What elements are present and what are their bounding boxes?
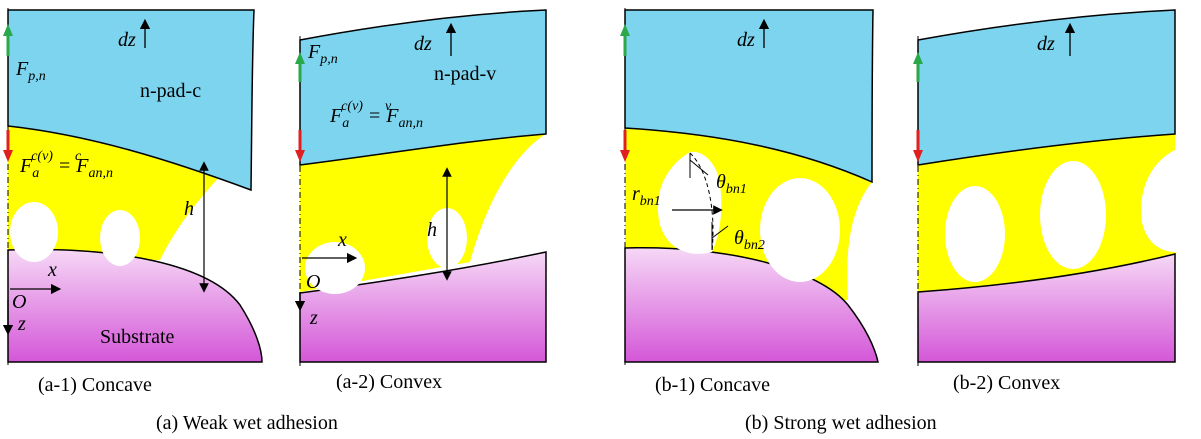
up-arrow-head-a1 — [3, 24, 13, 36]
down-arrow-head-b1 — [620, 150, 630, 162]
h-label-a1: h — [184, 198, 194, 220]
pad-b2 — [917, 9, 1176, 166]
angle-tangent-1-b1 — [689, 159, 709, 176]
x-label-a2: x — [337, 229, 347, 251]
substrate-label-a1: Substrate — [100, 326, 175, 348]
fa-equation-a1: Fac(v)=Fan,nc — [19, 149, 113, 181]
pad-a1 — [7, 9, 255, 192]
z-label-a1: z — [17, 313, 26, 335]
panel-b2-convex: dz — [913, 9, 1176, 366]
caption-b: (b) Strong wet adhesion — [745, 412, 937, 434]
substrate-a1 — [7, 248, 263, 363]
f-pn-label-a2: Fp,n — [307, 41, 338, 67]
up-arrow-head-b1 — [620, 24, 630, 36]
caption-b2: (b-2) Convex — [953, 372, 1060, 394]
dz-label-b2: dz — [1037, 33, 1055, 55]
panel-a1-concave: dz Fp,n n-pad-c Fac(v)=Fan,nc h x O z Su… — [2, 8, 263, 366]
substrate-b2 — [917, 253, 1176, 363]
bubble-b2-2 — [1040, 161, 1106, 269]
liquid-a2 — [300, 134, 546, 292]
bubble-a1-1 — [10, 202, 58, 262]
fa-equation-a2: Fac(v)=Fan,nv — [329, 99, 423, 131]
pad-a2 — [299, 9, 547, 166]
dz-label-a2: dz — [414, 33, 432, 55]
bubble-radius-arc-b1 — [689, 152, 714, 253]
r-label-b1: rbn1 — [632, 183, 661, 209]
x-label-a1: x — [47, 259, 57, 281]
up-arrow-head-a2 — [295, 52, 305, 64]
h-label-a2: h — [427, 219, 437, 241]
caption-a1: (a-1) Concave — [38, 374, 152, 396]
theta2-label-b1: θbn2 — [734, 227, 765, 253]
dz-label-a1: dz — [118, 29, 136, 51]
pad-label-a2: n-pad-v — [434, 63, 496, 85]
f-pn-label-a1: Fp,n — [15, 58, 46, 84]
bubble-b2-1 — [945, 186, 1005, 282]
origin-label-a2: O — [306, 271, 320, 293]
bubble-b1-2 — [760, 178, 840, 282]
down-arrow-head-a1 — [3, 150, 13, 162]
caption-a: (a) Weak wet adhesion — [156, 412, 338, 434]
panel-a2-convex: dz Fp,n n-pad-v Fac(v)=Fan,nv h x O z — [294, 9, 547, 366]
down-arrow-head-a2 — [295, 150, 305, 162]
angle-tangent-2-b1 — [711, 225, 729, 239]
pad-label-a1: n-pad-c — [140, 80, 201, 102]
caption-b1: (b-1) Concave — [655, 374, 770, 396]
caption-a2: (a-2) Convex — [336, 371, 442, 393]
bubble-a1-2 — [100, 210, 140, 266]
pad-b1 — [624, 9, 874, 184]
z-label-a2: z — [309, 307, 318, 329]
bubble-b1-1 — [657, 151, 722, 254]
bubble-b2-3 — [1140, 150, 1175, 252]
up-arrow-head-b2 — [913, 52, 923, 64]
dz-label-b1: dz — [737, 29, 755, 51]
panel-b1-concave: dz rbn1 θbn1 θbn2 — [620, 8, 879, 366]
down-arrow-head-b2 — [913, 150, 923, 162]
theta1-label-b1: θbn1 — [716, 171, 747, 197]
origin-label-a1: O — [12, 291, 26, 313]
